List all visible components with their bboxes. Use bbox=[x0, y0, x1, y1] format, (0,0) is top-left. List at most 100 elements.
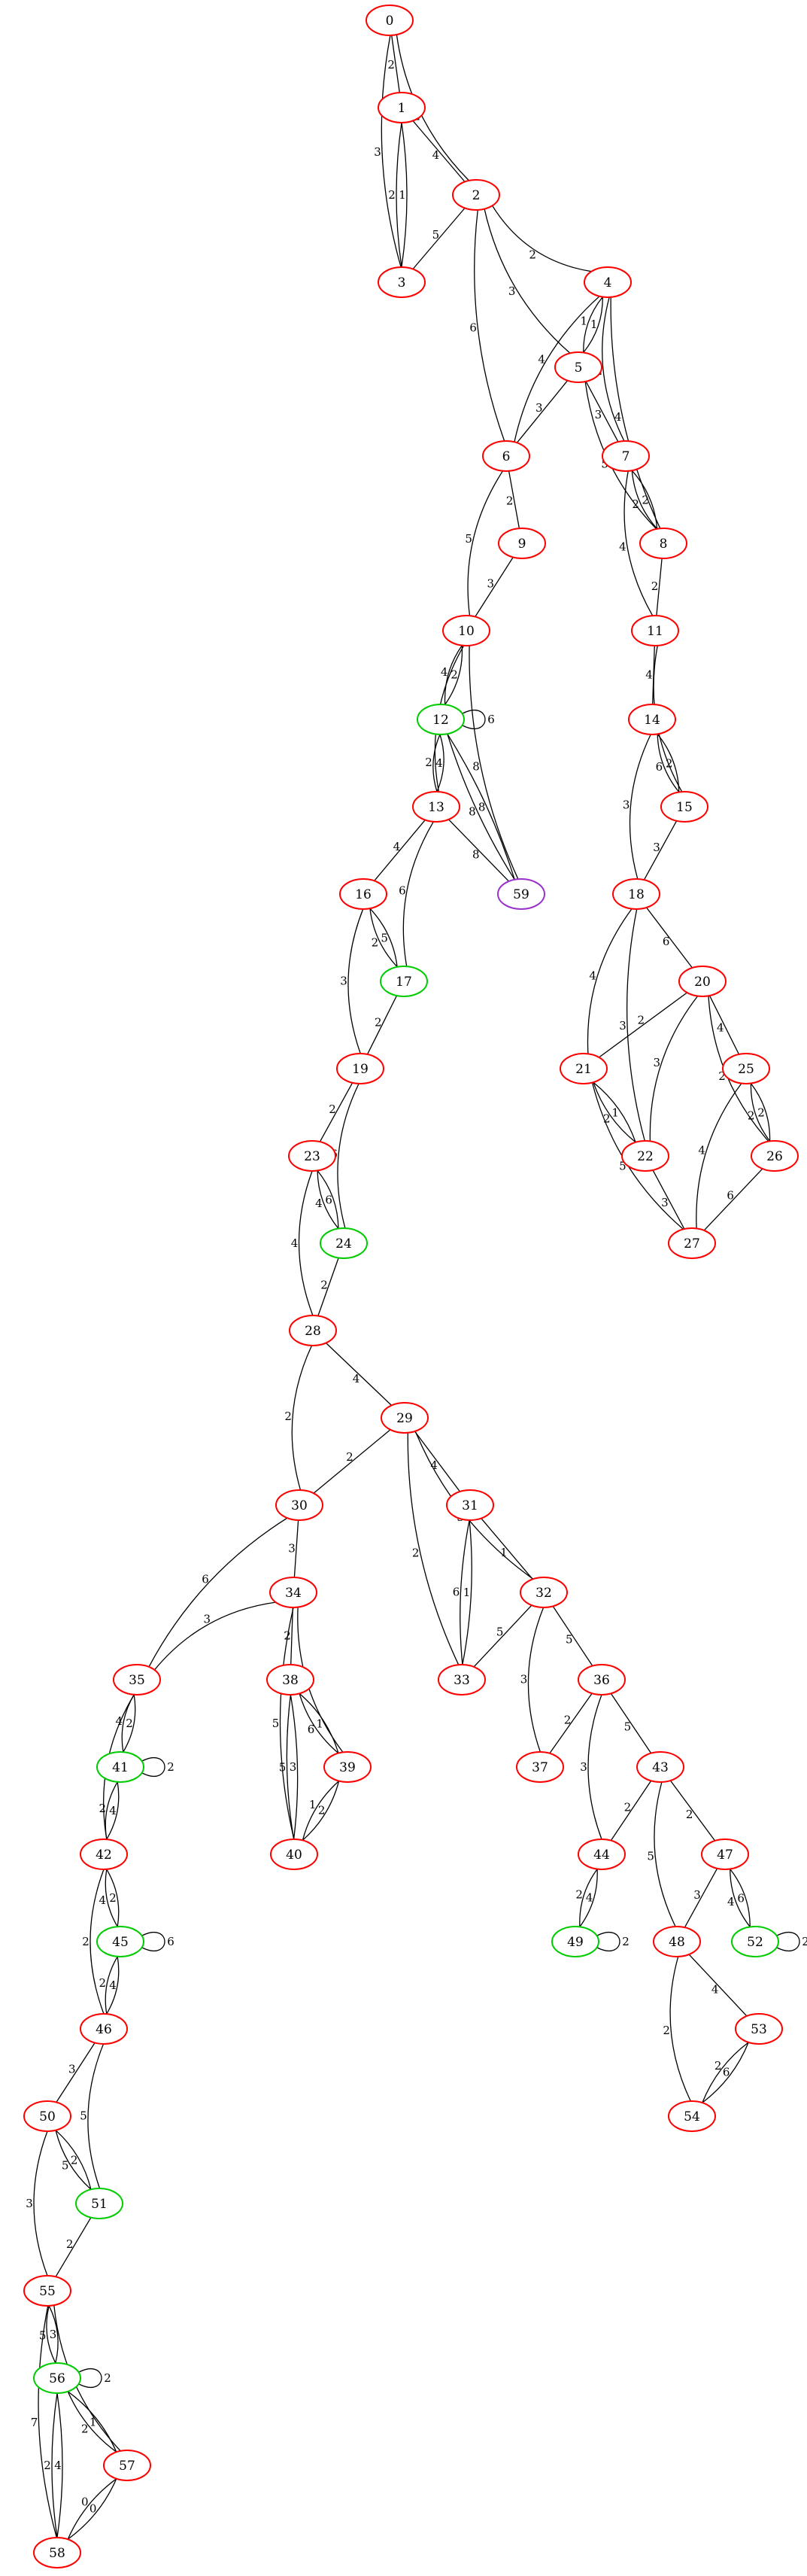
node-26[interactable]: 26 bbox=[751, 1140, 799, 1172]
node-15[interactable]: 15 bbox=[660, 791, 708, 823]
node-45[interactable]: 45 bbox=[96, 1926, 144, 1957]
node-49[interactable]: 49 bbox=[551, 1926, 599, 1957]
edge-34-40: 5 bbox=[272, 1607, 295, 1840]
node-41[interactable]: 41 bbox=[96, 1751, 144, 1783]
edge-1-2: 4 bbox=[412, 120, 466, 182]
node-1[interactable]: 1 bbox=[378, 92, 426, 123]
node-29[interactable]: 29 bbox=[381, 1402, 429, 1434]
edge-7-11: 4 bbox=[619, 470, 654, 616]
node-9[interactable]: 9 bbox=[498, 528, 546, 559]
edge-line bbox=[153, 1601, 276, 1671]
node-51[interactable]: 51 bbox=[75, 2188, 123, 2219]
node-10[interactable]: 10 bbox=[442, 615, 490, 646]
edge-line bbox=[646, 907, 693, 969]
node-55[interactable]: 55 bbox=[23, 2275, 71, 2307]
node-24[interactable]: 24 bbox=[320, 1227, 368, 1259]
edge-11-14: 4 bbox=[645, 645, 655, 705]
node-12[interactable]: 12 bbox=[417, 704, 465, 735]
node-22[interactable]: 22 bbox=[621, 1140, 669, 1172]
edge-weight-label: 2 bbox=[529, 248, 536, 262]
edge-line bbox=[730, 1869, 751, 1927]
node-ellipse bbox=[288, 1140, 336, 1172]
node-53[interactable]: 53 bbox=[735, 2013, 783, 2045]
edge-line bbox=[492, 205, 592, 272]
node-40[interactable]: 40 bbox=[270, 1838, 318, 1870]
node-36[interactable]: 36 bbox=[578, 1664, 626, 1696]
node-27[interactable]: 27 bbox=[668, 1227, 716, 1259]
node-43[interactable]: 43 bbox=[636, 1751, 684, 1783]
edge-weight-label: 2 bbox=[412, 1547, 420, 1560]
edge-weight-label: 2 bbox=[575, 1888, 583, 1902]
edge-41-42: 4 bbox=[106, 1781, 120, 1840]
edge-line bbox=[708, 995, 740, 1055]
node-54[interactable]: 54 bbox=[668, 2100, 716, 2132]
node-5[interactable]: 5 bbox=[554, 351, 602, 383]
node-0[interactable]: 0 bbox=[366, 5, 414, 36]
edge-weight-label: 1 bbox=[611, 1106, 619, 1120]
node-33[interactable]: 33 bbox=[438, 1664, 486, 1696]
edge-2-6: 6 bbox=[469, 209, 505, 442]
node-48[interactable]: 48 bbox=[653, 1926, 701, 1957]
edge-line bbox=[656, 558, 663, 616]
node-58[interactable]: 58 bbox=[33, 2537, 81, 2568]
edge-52-52: 2 bbox=[776, 1931, 807, 1952]
node-57[interactable]: 57 bbox=[103, 2450, 151, 2481]
edge-weight-label: 2 bbox=[714, 2059, 722, 2073]
edge-weight-label: 8 bbox=[469, 804, 476, 818]
node-8[interactable]: 8 bbox=[639, 528, 687, 559]
node-11[interactable]: 11 bbox=[631, 615, 679, 646]
node-34[interactable]: 34 bbox=[269, 1577, 317, 1608]
node-ellipse bbox=[482, 440, 530, 472]
node-46[interactable]: 46 bbox=[80, 2013, 128, 2045]
node-16[interactable]: 16 bbox=[339, 878, 387, 910]
node-23[interactable]: 23 bbox=[288, 1140, 336, 1172]
node-30[interactable]: 30 bbox=[275, 1489, 323, 1521]
node-ellipse bbox=[320, 1227, 368, 1259]
node-42[interactable]: 42 bbox=[80, 1838, 128, 1870]
node-ellipse bbox=[584, 266, 632, 298]
node-7[interactable]: 7 bbox=[602, 440, 650, 472]
node-18[interactable]: 18 bbox=[612, 878, 660, 910]
node-32[interactable]: 32 bbox=[520, 1577, 568, 1608]
node-19[interactable]: 19 bbox=[336, 1053, 384, 1084]
node-50[interactable]: 50 bbox=[23, 2100, 71, 2132]
node-13[interactable]: 13 bbox=[412, 791, 460, 823]
edge-line bbox=[776, 1931, 800, 1952]
node-52[interactable]: 52 bbox=[731, 1926, 779, 1957]
node-17[interactable]: 17 bbox=[380, 966, 428, 997]
node-25[interactable]: 25 bbox=[722, 1053, 770, 1084]
node-59[interactable]: 59 bbox=[497, 878, 545, 910]
node-2[interactable]: 2 bbox=[452, 179, 500, 211]
edge-line bbox=[298, 1170, 314, 1316]
node-ellipse bbox=[80, 2013, 128, 2045]
edge-32-36: 5 bbox=[552, 1606, 593, 1666]
node-31[interactable]: 31 bbox=[446, 1489, 494, 1521]
node-28[interactable]: 28 bbox=[289, 1315, 337, 1346]
edge-7-8: 2 bbox=[631, 470, 658, 530]
node-6[interactable]: 6 bbox=[482, 440, 530, 472]
edge-weight-label: 2 bbox=[329, 1102, 336, 1116]
node-4[interactable]: 4 bbox=[584, 266, 632, 298]
node-38[interactable]: 38 bbox=[266, 1664, 314, 1696]
edge-36-37: 2 bbox=[549, 1692, 593, 1754]
node-39[interactable]: 39 bbox=[323, 1751, 372, 1783]
edge-weight-label: 2 bbox=[284, 1410, 292, 1423]
node-44[interactable]: 44 bbox=[578, 1838, 626, 1870]
edge-weight-label: 4 bbox=[353, 1372, 360, 1385]
edge-line bbox=[750, 1083, 771, 1142]
edge-line bbox=[447, 733, 515, 880]
node-3[interactable]: 3 bbox=[378, 266, 426, 298]
node-35[interactable]: 35 bbox=[113, 1664, 161, 1696]
node-label: 3 bbox=[398, 275, 406, 290]
edge-weight-label: 2 bbox=[82, 1935, 89, 1948]
edge-line bbox=[475, 557, 514, 617]
node-56[interactable]: 56 bbox=[33, 2362, 81, 2394]
node-47[interactable]: 47 bbox=[701, 1838, 749, 1870]
node-ellipse bbox=[269, 1577, 317, 1608]
node-37[interactable]: 37 bbox=[516, 1751, 564, 1783]
node-21[interactable]: 21 bbox=[560, 1053, 608, 1084]
edge-line bbox=[514, 296, 600, 443]
node-14[interactable]: 14 bbox=[628, 704, 676, 735]
node-20[interactable]: 20 bbox=[678, 966, 727, 997]
node-ellipse bbox=[751, 1140, 799, 1172]
